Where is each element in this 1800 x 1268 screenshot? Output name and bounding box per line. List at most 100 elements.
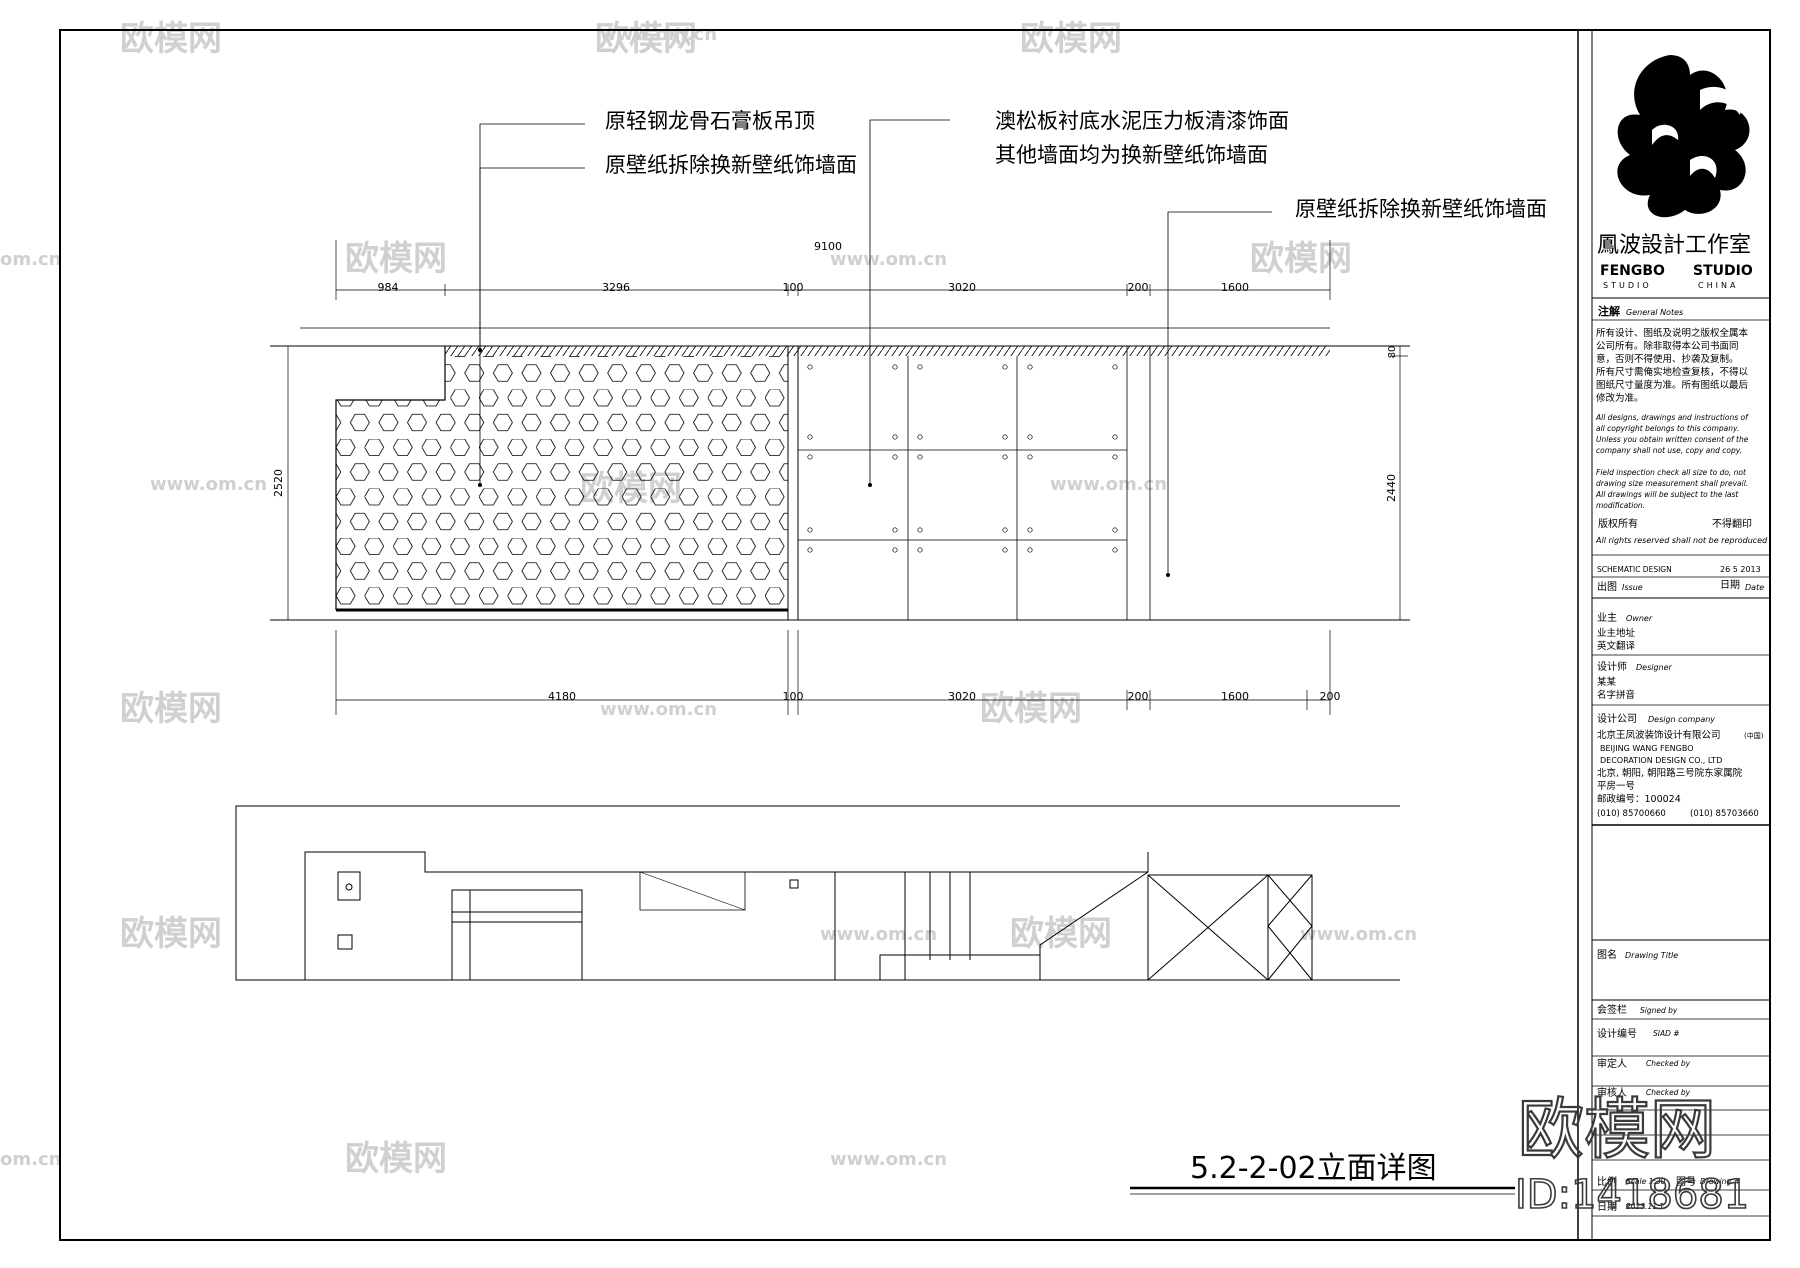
upper-elevation: 9100 984 3296 100 3020 200 1600 4180 100…: [270, 240, 1410, 715]
rights-cn: 版权所有: [1598, 517, 1638, 530]
label-wall-left: 原壁纸拆除换新壁纸饰墙面: [605, 153, 857, 177]
svg-text:Field inspection check all siz: Field inspection check all size to do, n…: [1596, 468, 1747, 477]
watermark-domain: www.om.cn: [600, 24, 717, 45]
company-address-1: 北京, 朝阳, 朝阳路三号院东家属院: [1597, 767, 1743, 779]
leaders: [479, 119, 1272, 575]
svg-text:公司所有。除非取得本公司书面同: 公司所有。除非取得本公司书面同: [1596, 340, 1739, 352]
watermark-layer: 欧模网欧模网欧模网欧模网欧模网欧模网欧模网欧模网欧模网欧模网欧模网www.om.…: [0, 19, 1417, 1179]
issue-label-en: Issue: [1622, 583, 1643, 592]
panel-bolt: [1002, 364, 1008, 370]
designer-label: 设计师: [1597, 660, 1627, 673]
svg-text:All drawings will be subject t: All drawings will be subject to the last: [1595, 490, 1739, 499]
studio-name-en-2: STUDIO: [1693, 263, 1753, 279]
design-no-label-en: SIAD #: [1653, 1029, 1680, 1038]
lower-plan: [235, 805, 1400, 981]
watermark-domain: www.om.cn: [820, 924, 937, 945]
panel-bolt: [892, 547, 898, 553]
svg-text:drawing size measurement shall: drawing size measurement shall prevail.: [1596, 479, 1748, 488]
panel-bolt: [807, 527, 813, 533]
watermark-brand: 欧模网: [120, 19, 222, 59]
sign-label: 会签栏: [1597, 1003, 1627, 1016]
dim-top-5: 200: [1128, 281, 1149, 294]
company-address-2: 平房一号: [1597, 780, 1635, 792]
panel-bolt: [892, 527, 898, 533]
owner-label: 业主: [1597, 612, 1617, 624]
title-block: 鳳波設計工作室 FENGBO STUDIO STUDIO CHINA 注解 Ge…: [1592, 55, 1770, 1217]
dim-bottom-4: 200: [1128, 690, 1149, 703]
watermark-domain: www.om.cn: [830, 1149, 947, 1170]
studio-sub-2: CHINA: [1698, 281, 1738, 290]
owner-label-en: Owner: [1626, 614, 1653, 623]
company-en-1: BEIJING WANG FENGBO: [1600, 744, 1694, 753]
watermark-id: ID:1418681: [1515, 1172, 1749, 1218]
drawing-no-label-en: Drawing #: [1700, 1177, 1740, 1186]
label-other-walls: 其他墙面均为换新壁纸饰墙面: [995, 143, 1268, 167]
approved-label-en: Checked by: [1646, 1059, 1691, 1068]
panel-bolt: [1112, 527, 1118, 533]
panel-bolt: [917, 527, 923, 533]
dim-bottom-5: 1600: [1221, 690, 1249, 703]
studio-name-cn: 鳳波設計工作室: [1597, 233, 1751, 258]
label-wall-right: 原壁纸拆除换新壁纸饰墙面: [1295, 197, 1547, 221]
panel-bolt: [917, 547, 923, 553]
panel-bolt: [1027, 364, 1033, 370]
dim-top-6: 1600: [1221, 281, 1249, 294]
dim-bottom-1: 4180: [548, 690, 576, 703]
studio-sub-1: STUDIO: [1603, 281, 1652, 290]
top-dimensions: [335, 240, 1331, 300]
watermark-brand: 欧模网: [1020, 19, 1122, 59]
panel-bolts: [807, 364, 1118, 553]
svg-text:All designs, drawings and inst: All designs, drawings and instructions o…: [1595, 413, 1749, 422]
owner-translation: 英文翻译: [1597, 640, 1636, 652]
panel-bolt: [1027, 434, 1033, 440]
scale-value: Scale 1:30: [1626, 1177, 1666, 1186]
designer-label-en: Designer: [1636, 663, 1673, 672]
issue-date: 26 5 2013: [1720, 565, 1761, 574]
dim-bottom-3: 3020: [948, 690, 976, 703]
svg-text:修改为准。: 修改为准。: [1596, 392, 1644, 404]
svg-text:图纸尺寸量度为准。所有图纸以最后: 图纸尺寸量度为准。所有图纸以最后: [1596, 379, 1749, 391]
watermark-domain: www.om.cn: [1050, 474, 1167, 495]
notes-en: All designs, drawings and instructions o…: [1595, 413, 1749, 510]
final-date-value: 2013.11.1.: [1626, 1202, 1667, 1211]
ceiling-hatch: [445, 346, 1330, 356]
panel-bolt: [807, 547, 813, 553]
checked-label: 审核人: [1597, 1086, 1627, 1099]
soffit-outline: [335, 346, 446, 610]
panel-bolt: [1112, 547, 1118, 553]
panel-bolt: [807, 434, 813, 440]
owner-address: 业主地址: [1597, 627, 1636, 639]
scale-label: 比例: [1597, 1175, 1617, 1188]
svg-text:modification.: modification.: [1596, 501, 1645, 510]
date-label-en: Date: [1745, 583, 1764, 592]
approved-label: 审定人: [1597, 1057, 1627, 1070]
dim-left: 2520: [272, 469, 285, 497]
watermark-brand: 欧模网: [595, 19, 697, 59]
dim-top-3: 100: [783, 281, 804, 294]
company-label: 设计公司: [1597, 712, 1637, 725]
studio-name-en-1: FENGBO: [1600, 263, 1665, 279]
svg-text:所有尺寸需俺实地检查复核，不得以: 所有尺寸需俺实地检查复核，不得以: [1596, 366, 1749, 378]
designer-pinyin: 名字拼音: [1597, 689, 1635, 701]
panel-bolt: [917, 454, 923, 460]
drawing-no-label: 图号: [1676, 1176, 1696, 1188]
watermark-brand: 欧模网: [120, 914, 222, 954]
watermark-brand: 欧模网: [1010, 914, 1112, 954]
watermark-brand: 欧模网: [345, 1139, 447, 1179]
drawing-title-label: 图名: [1597, 948, 1617, 961]
checked-label-en: Checked by: [1646, 1088, 1691, 1097]
panel-bolt: [1027, 454, 1033, 460]
dim-top-2: 3296: [602, 281, 630, 294]
date-label: 日期: [1720, 579, 1740, 591]
panel-bolt: [1002, 527, 1008, 533]
svg-text:所有设计、图纸及说明之版权全属本: 所有设计、图纸及说明之版权全属本: [1596, 327, 1749, 339]
dim-top-4: 3020: [948, 281, 976, 294]
watermark-domain: www.om.cn: [600, 699, 717, 720]
panel-bolt: [807, 454, 813, 460]
svg-text:company shall not use, copy an: company shall not use, copy and copy.: [1596, 446, 1742, 455]
panel-bolt: [917, 434, 923, 440]
drawing-title: 5.2-2-02立面详图: [1190, 1151, 1437, 1186]
company-phone-2: (010) 85703660: [1690, 809, 1759, 819]
